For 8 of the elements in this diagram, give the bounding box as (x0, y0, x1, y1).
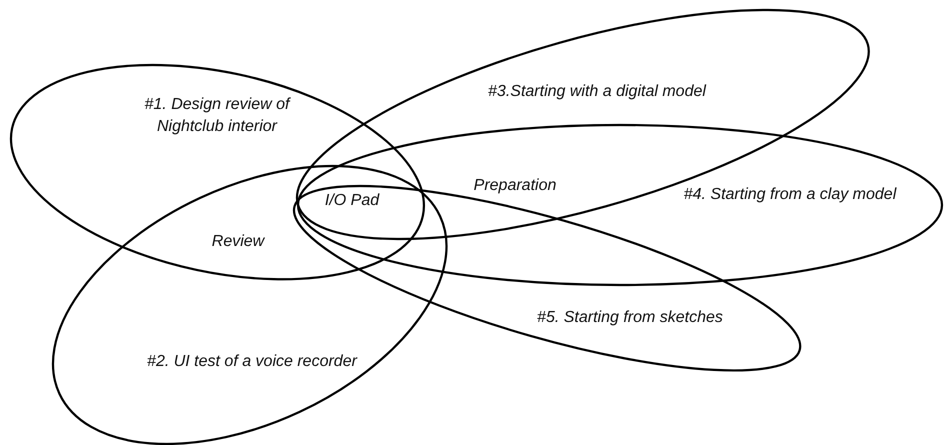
overlap-label: Preparation (474, 177, 556, 195)
overlap-label: I/O Pad (324, 192, 380, 210)
set-label: #3.Starting with a digital model (487, 82, 708, 102)
set-label: #4. Starting from a clay model (682, 185, 898, 205)
overlap-label: Review (212, 233, 264, 251)
set-label: #5. Starting from sketches (536, 308, 724, 328)
set-label: #1. Design review of Nightclub interior (144, 94, 292, 137)
set-label: #2. UI test of a voice recorder (146, 352, 358, 372)
